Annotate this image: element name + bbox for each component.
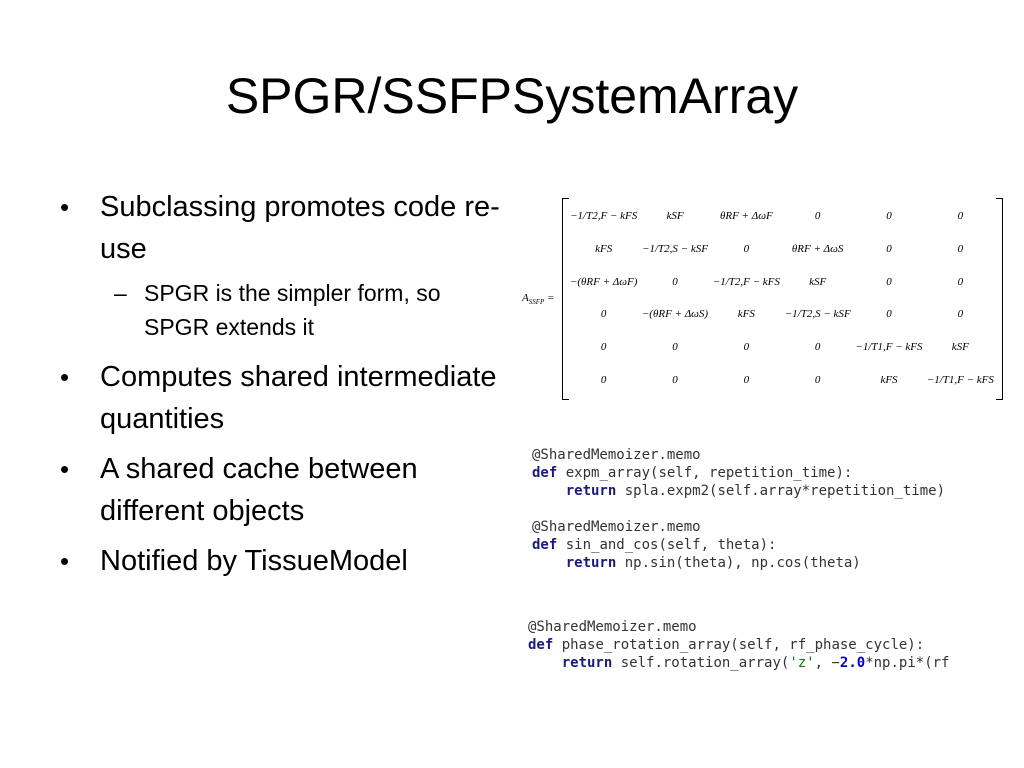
matrix-cell: kFS (880, 373, 898, 386)
sub-bullet-text: SPGR is the simpler form, so SPGR extend… (144, 280, 441, 340)
code-keyword: def (532, 465, 558, 481)
matrix-cell: 0 (886, 308, 892, 321)
matrix-grid: −1/T2,F − kFS kSF θRF + ΔωF 0 0 0 kFS −1/T2,S −… (568, 200, 996, 396)
left-bracket (562, 198, 569, 400)
code-body: np.sin(theta), np.cos(theta) (616, 555, 861, 571)
matrix-cell: 0 (957, 308, 964, 321)
code-keyword: return (565, 483, 617, 499)
matrix-cell: −(θRF + ΔωF) (569, 275, 638, 288)
matrix-cell: kFS (737, 308, 755, 321)
matrix-cell: 0 (957, 210, 964, 223)
code-block-phase-rotation: @SharedMemoizer.memo def phase_rotation_… (528, 618, 1024, 672)
matrix-cell: θRF + ΔωS (791, 242, 844, 255)
matrix-cell: 0 (600, 373, 607, 386)
dash-icon: – (114, 280, 127, 306)
bullet-dot-icon: • (60, 192, 70, 222)
bullet-dot-icon: • (60, 362, 70, 392)
code-string: 'z' (789, 655, 815, 671)
code-body: self.rotation_array( (612, 655, 790, 671)
sub-bullet-item: – SPGR is the simpler form, so SPGR exte… (114, 276, 500, 344)
slide-title: SPGR/SSFPSystemArray (225, 68, 799, 124)
code-body: spla.expm2(self.array*repetition_time) (616, 483, 946, 499)
bullet-item: • A shared cache between different objec… (60, 448, 500, 532)
code-signature: phase_rotation_array(self, rf_phase_cycl… (553, 637, 925, 653)
code-decorator: @SharedMemoizer.memo (528, 619, 697, 635)
bullet-text: A shared cache between different objects (100, 453, 418, 527)
code-body: , − (814, 655, 840, 671)
matrix-cell: −1/T1,F − kFS (855, 340, 923, 353)
matrix-cell: −1/T2,S − kSF (642, 242, 708, 255)
code-signature: sin_and_cos(self, theta): (557, 537, 777, 553)
matrix-cell: 0 (886, 210, 892, 223)
code-signature: expm_array(self, repetition_time): (557, 465, 853, 481)
matrix-cell: 0 (672, 373, 678, 386)
matrix-cell: 0 (672, 275, 678, 288)
matrix-cell: 0 (743, 242, 750, 255)
matrix-cell: 0 (743, 340, 750, 353)
matrix-label: ASSFP = (522, 292, 555, 307)
matrix-cell: kSF (666, 210, 684, 223)
bullet-list: • Subclassing promotes code re-use – SPG… (60, 186, 500, 590)
bullet-item: • Computes shared intermediate quantitie… (60, 356, 500, 440)
code-keyword: def (528, 637, 554, 653)
code-number: 2.0 (839, 655, 866, 671)
matrix-cell: 0 (814, 373, 821, 386)
matrix-cell: −(θRF + ΔωS) (641, 308, 709, 321)
right-bracket (996, 198, 1003, 400)
bullet-dot-icon: • (60, 546, 70, 576)
matrix-cell: −1/T2,F − kFS (712, 275, 780, 288)
code-keyword: return (561, 655, 613, 671)
matrix-cell: 0 (600, 308, 607, 321)
matrix-cell: 0 (672, 340, 678, 353)
code-block-expm: @SharedMemoizer.memo def expm_array(self… (532, 446, 945, 500)
matrix-cell: kSF (809, 275, 827, 288)
code-body: *np.pi*(rf (865, 655, 950, 671)
matrix-cell: θRF + ΔωF (719, 210, 773, 223)
bullet-dot-icon: • (60, 454, 70, 484)
matrix-cell: −1/T2,F − kFS (570, 210, 638, 223)
matrix-cell: 0 (957, 242, 964, 255)
bullet-text: Notified by TissueModel (100, 545, 408, 577)
code-decorator: @SharedMemoizer.memo (532, 447, 701, 463)
bullet-text: Computes shared intermediate quantities (100, 361, 497, 435)
matrix-cell: 0 (743, 373, 750, 386)
matrix-cell: kSF (951, 340, 969, 353)
bullet-item: • Subclassing promotes code re-use (60, 186, 500, 270)
code-block-sincos: @SharedMemoizer.memo def sin_and_cos(sel… (532, 518, 861, 572)
bullet-item: • Notified by TissueModel (60, 540, 500, 582)
matrix-cell: 0 (600, 340, 607, 353)
code-keyword: def (532, 537, 558, 553)
matrix-cell: −1/T2,S − kSF (784, 308, 851, 321)
code-decorator: @SharedMemoizer.memo (532, 519, 701, 535)
matrix-cell: 0 (814, 210, 821, 223)
matrix-cell: 0 (957, 275, 964, 288)
bullet-text: Subclassing promotes code re-use (100, 191, 500, 265)
code-keyword: return (565, 555, 617, 571)
matrix-cell: kFS (595, 242, 613, 255)
matrix-cell: −1/T1,F − kFS (926, 373, 994, 386)
matrix-cell: 0 (886, 275, 892, 288)
matrix-cell: 0 (814, 340, 821, 353)
matrix-cell: 0 (886, 242, 892, 255)
